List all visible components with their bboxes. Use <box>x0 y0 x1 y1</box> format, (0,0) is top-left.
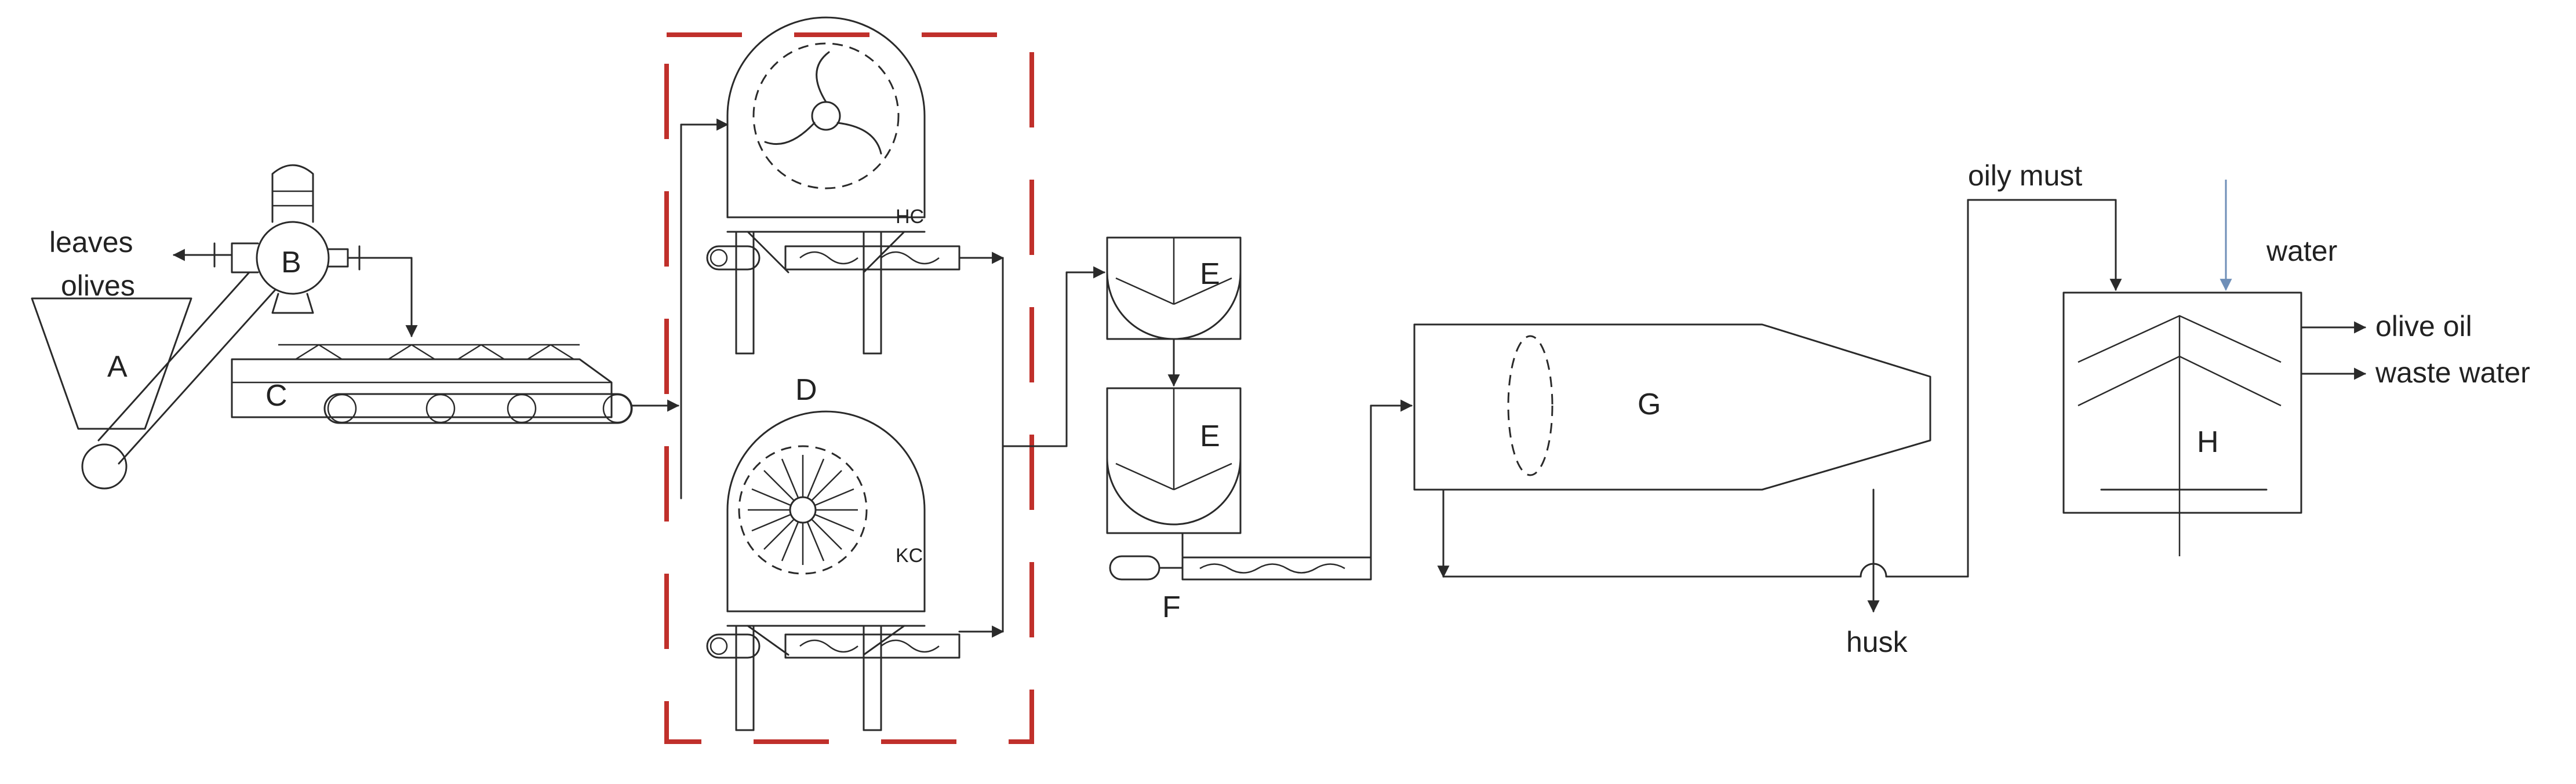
separator-h: H <box>2062 291 2302 556</box>
label-e-top: E <box>1200 257 1220 291</box>
label-hc: HC <box>896 206 924 228</box>
label-e-bottom: E <box>1200 420 1220 453</box>
elevator-b: B <box>81 164 349 490</box>
hammer-crusher-hc: HC <box>706 16 960 355</box>
label-waste-water: waste water <box>2375 356 2530 389</box>
label-husk: husk <box>1846 626 1908 658</box>
label-h: H <box>2197 425 2219 459</box>
washer-c: C <box>231 344 633 424</box>
label-b: B <box>281 246 301 279</box>
label-c: C <box>265 379 288 413</box>
label-a: A <box>107 350 128 384</box>
label-olive-oil: olive oil <box>2375 310 2472 342</box>
label-kc: KC <box>896 545 923 567</box>
label-f: F <box>1162 590 1181 624</box>
knife-crusher-kc: KC <box>706 410 960 731</box>
label-oily-must: oily must <box>1968 159 2082 192</box>
label-water: water <box>2266 235 2337 267</box>
label-g: G <box>1638 388 1661 421</box>
crusher-boundary-d <box>664 32 1034 744</box>
hopper-a: A <box>31 297 192 430</box>
decanter-g: G <box>1413 323 1931 491</box>
label-olives: olives <box>61 269 135 302</box>
malaxer-e-top: E <box>1106 236 1242 340</box>
malaxer-e-bottom: E <box>1106 387 1242 534</box>
label-leaves: leaves <box>49 226 133 258</box>
label-d: D <box>795 373 817 407</box>
pump-f: F <box>1109 555 1372 624</box>
